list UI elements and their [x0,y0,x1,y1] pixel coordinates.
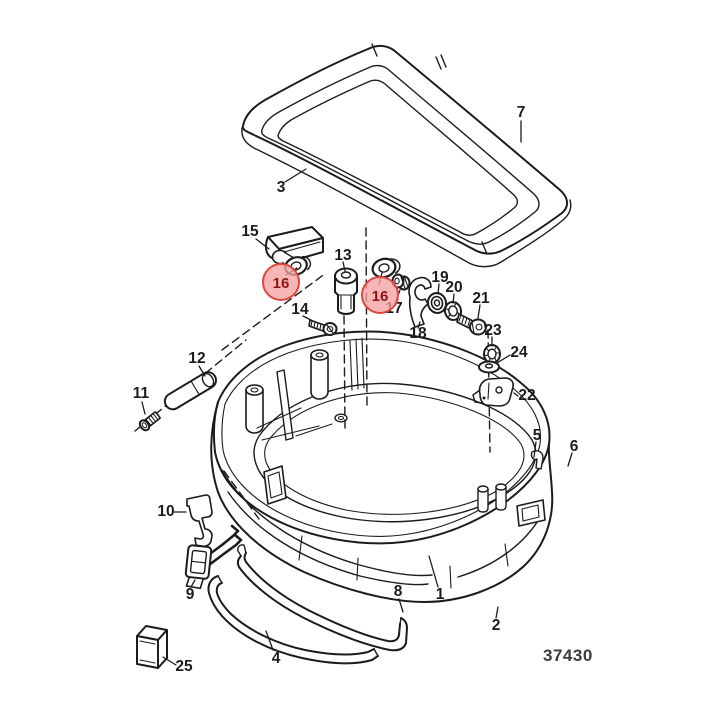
part-25-rubber-block [136,625,168,669]
callout-7[interactable]: 7 [517,104,526,121]
drawing-number: 37430 [543,646,593,665]
highlight-circle-left[interactable] [262,263,300,301]
callout-4[interactable]: 4 [272,650,281,667]
highlight-16-right[interactable]: 16 [361,276,399,314]
part-19-washer [426,292,448,314]
callout-14[interactable]: 14 [291,301,309,318]
part-14-screw [308,319,338,336]
callout-13[interactable]: 13 [334,247,352,264]
part-21-bolt [456,313,487,336]
callout-23[interactable]: 23 [484,322,502,339]
part-4-lower-front-seal [207,575,379,665]
part-20-nut [443,301,463,321]
callout-20[interactable]: 20 [445,279,462,296]
callout-15[interactable]: 15 [241,223,259,240]
highlight-16-left[interactable]: 16 [262,263,300,301]
callout-2[interactable]: 2 [492,617,501,634]
part-18-hook-lever [408,276,432,328]
callout-12[interactable]: 12 [188,350,205,367]
part-bottom-cowl-body [210,330,554,603]
callout-11[interactable]: 11 [133,385,150,402]
callout-19[interactable]: 19 [431,269,449,286]
callout-22[interactable]: 22 [518,387,535,404]
highlight-circle-right[interactable] [361,276,399,314]
callout-3[interactable]: 3 [277,179,286,196]
callout-5[interactable]: 5 [533,427,542,444]
callout-10[interactable]: 10 [157,503,174,520]
callout-24[interactable]: 24 [510,344,528,361]
callout-18[interactable]: 18 [409,325,427,342]
part-12-pin-rod [163,371,218,411]
part-22-clamp-bracket [472,377,514,407]
part-top-seal-ring [241,43,572,268]
part-9-latch-assembly [184,524,243,590]
part-24-flat-washer [478,360,500,374]
part-23-lock-washer [483,344,501,364]
highlight-label-left[interactable]: 16 [273,275,290,292]
part-16-grommet-right [371,257,401,279]
part-10-spring-clip [186,494,213,548]
highlight-label-right[interactable]: 16 [372,288,389,305]
callout-21[interactable]: 21 [472,290,490,307]
part-13-pivot-pin [334,267,358,315]
callout-8[interactable]: 8 [394,583,403,600]
callout-1[interactable]: 1 [436,586,445,603]
callout-25[interactable]: 25 [175,658,193,675]
callout-6[interactable]: 6 [570,438,579,455]
callout-numbers: 1 2 3 4 5 6 7 8 9 10 11 12 13 14 15 17 1… [133,104,579,675]
callout-9[interactable]: 9 [186,586,195,603]
part-8-lower-rear-seal [236,544,408,652]
part-11-screw [138,411,161,432]
